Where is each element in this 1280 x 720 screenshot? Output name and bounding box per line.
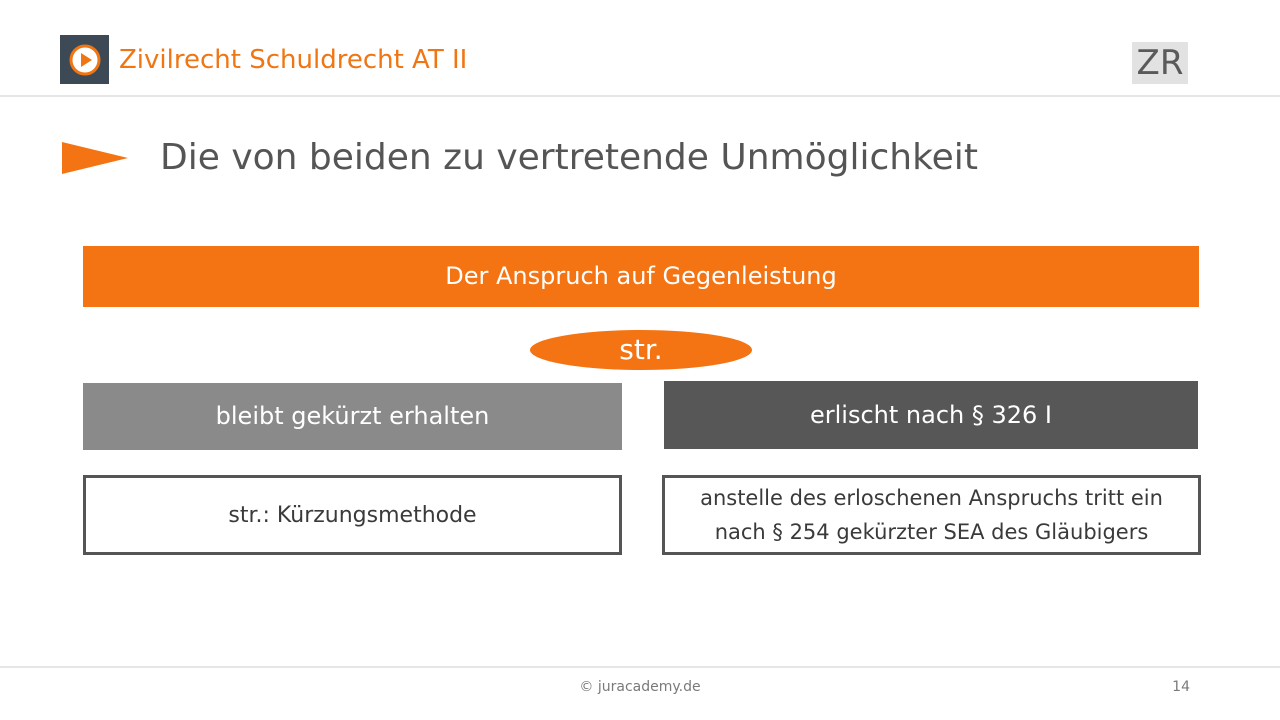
- subject-badge: ZR: [1132, 42, 1188, 84]
- page-number: 14: [1172, 679, 1190, 695]
- slide-title: Die von beiden zu vertretende Unmöglichk…: [160, 137, 978, 178]
- method-right-line2: nach § 254 gekürzter SEA des Gläubigers: [714, 520, 1149, 544]
- method-left-label: str.: Kürzungsmethode: [228, 502, 477, 528]
- footer-divider: [0, 666, 1280, 668]
- method-left-box: str.: Kürzungsmethode: [83, 475, 622, 555]
- claim-header-box: Der Anspruch auf Gegenleistung: [83, 246, 1199, 307]
- header-divider: [0, 95, 1280, 97]
- play-icon: [69, 44, 100, 75]
- disputed-pill: str.: [530, 330, 752, 370]
- option-right-box: erlischt nach § 326 I: [664, 381, 1198, 449]
- method-right-line1: anstelle des erloschenen Anspruchs tritt…: [700, 486, 1163, 510]
- arrow-pointer-icon: [62, 142, 128, 174]
- logo: [60, 35, 109, 84]
- method-right-box: anstelle des erloschenen Anspruchs tritt…: [662, 475, 1201, 555]
- option-left-box: bleibt gekürzt erhalten: [83, 383, 622, 450]
- course-title: Zivilrecht Schuldrecht AT II: [119, 45, 468, 75]
- footer-copyright: © juracademy.de: [579, 679, 701, 695]
